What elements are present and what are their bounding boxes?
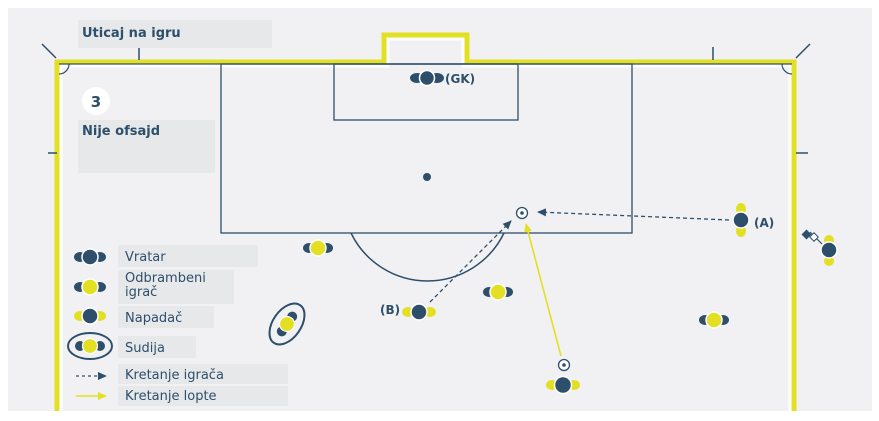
header-box	[78, 20, 272, 48]
attacker-b-label: (B)	[380, 303, 400, 317]
legend-referee-box	[118, 336, 196, 358]
movement-arrow-b	[429, 220, 512, 303]
scenario-number: 3	[91, 93, 101, 111]
legend-defender-icon	[74, 278, 106, 296]
header-title: Uticaj na igru	[82, 26, 181, 41]
referee	[268, 302, 306, 346]
defender-2	[483, 283, 513, 301]
goalkeeper	[410, 69, 444, 87]
legend-player-movement-box	[118, 364, 288, 384]
corner-mark-left	[41, 43, 57, 59]
corner-arc-left	[58, 63, 70, 75]
goal-area	[333, 63, 519, 121]
legend-ball-movement-label: Kretanje lopte	[125, 389, 217, 404]
corner-arc-right	[781, 63, 793, 75]
ball-icon	[515, 206, 529, 220]
legend-ball-movement-box	[118, 386, 288, 406]
legend-player-movement-label: Kretanje igrača	[125, 368, 224, 383]
decision-text: Nije ofsajd	[82, 124, 160, 139]
attacker-shooter	[546, 375, 580, 395]
attacker-a-label: (A)	[754, 216, 774, 230]
corner-mark-right	[795, 43, 811, 59]
field-boundary	[54, 32, 797, 411]
legend-defender-box	[118, 270, 234, 304]
legend-defender-label-2: igrač	[125, 285, 157, 300]
penalty-spot	[423, 173, 431, 181]
movement-arrow-a	[537, 208, 730, 221]
assistant-referee	[801, 229, 838, 266]
gk-label: (GK)	[445, 72, 475, 86]
legend-goalkeeper-label: Vratar	[125, 250, 166, 265]
field-inner-line	[59, 37, 792, 411]
legend-goalkeeper-icon	[74, 248, 106, 266]
legend-referee-icon	[67, 332, 113, 360]
legend-goalkeeper-box	[118, 245, 258, 267]
ball-start-icon	[557, 358, 571, 372]
penalty-arc	[350, 232, 505, 282]
decision-box	[78, 120, 215, 173]
defender-3	[699, 311, 729, 329]
legend-attacker-label: Napadač	[125, 311, 182, 326]
legend-attacker-box	[118, 306, 214, 328]
legend-attacker-icon	[74, 307, 106, 325]
scenario-badge	[82, 87, 110, 115]
legend-referee-label: Sudija	[125, 341, 165, 356]
attacker-b	[402, 303, 436, 321]
ball-path-arrow	[524, 223, 562, 357]
attacker-a	[732, 203, 750, 237]
legend: Vratar Odbrambeni igrač Napadač Sudija	[67, 245, 288, 406]
defender-1	[303, 239, 333, 257]
legend-defender-label-1: Odbrambeni	[125, 271, 206, 286]
